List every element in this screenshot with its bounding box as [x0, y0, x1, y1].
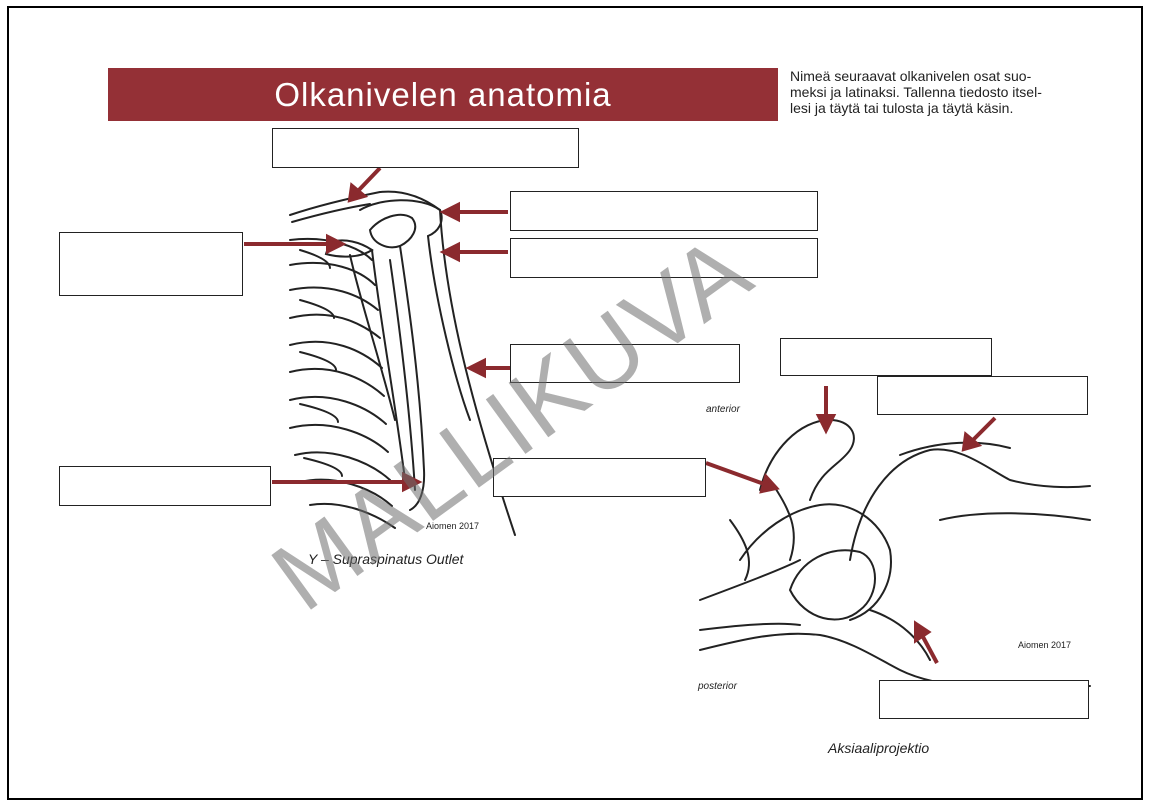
answer-box-4[interactable] — [59, 232, 243, 296]
right-figure-caption: Aksiaaliprojektio — [828, 740, 929, 756]
answer-box-8[interactable] — [780, 338, 992, 376]
answer-box-9[interactable] — [877, 376, 1088, 415]
answer-box-10[interactable] — [879, 680, 1089, 719]
anterior-label: anterior — [706, 404, 740, 415]
right-figure-credit: Aiomen 2017 — [1018, 640, 1071, 650]
answer-box-6[interactable] — [59, 466, 271, 506]
posterior-label: posterior — [698, 681, 737, 692]
answer-box-1[interactable] — [272, 128, 579, 168]
answer-box-2[interactable] — [510, 191, 818, 231]
